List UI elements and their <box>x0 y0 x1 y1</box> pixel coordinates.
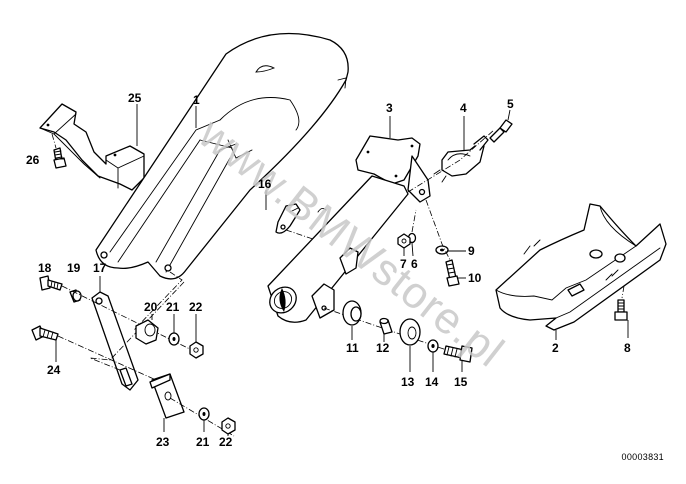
part-22b-nut[interactable] <box>221 417 236 435</box>
callout-12: 12 <box>376 341 390 355</box>
callout-5: 5 <box>507 97 514 111</box>
part-8-screw[interactable] <box>614 285 628 321</box>
callout-14: 14 <box>425 375 439 389</box>
part-3-mounting-bracket[interactable] <box>355 135 431 203</box>
callout-11: 11 <box>346 341 359 355</box>
part-4-switch[interactable] <box>407 129 495 193</box>
part-15-bolt[interactable] <box>443 345 473 363</box>
part-17-strut[interactable] <box>91 291 139 391</box>
callout-21a: 21 <box>166 300 180 314</box>
part-14-washer[interactable] <box>427 339 439 353</box>
callout-1: 1 <box>193 93 200 107</box>
part-19-spacer[interactable] <box>69 289 82 303</box>
part-5-screw[interactable] <box>489 119 513 143</box>
lower-column-tube <box>267 175 409 323</box>
callout-24: 24 <box>47 363 61 377</box>
callout-25: 25 <box>128 91 142 105</box>
catalog-number: 00003831 <box>621 452 664 462</box>
part-16-clip[interactable] <box>275 203 317 241</box>
callout-7: 7 <box>400 257 407 271</box>
part-11-bush[interactable] <box>342 300 362 326</box>
callout-19: 19 <box>67 261 81 275</box>
leader-lines <box>55 104 629 436</box>
watermark: www.BMWstore.pl <box>189 109 513 377</box>
part-9-grommet[interactable] <box>435 245 449 255</box>
callout-labels: 25 1 26 3 4 5 16 9 7 6 10 18 19 17 20 21… <box>26 91 631 449</box>
callout-17: 17 <box>93 261 107 275</box>
callout-10: 10 <box>468 271 482 285</box>
callout-18: 18 <box>38 261 52 275</box>
part-7-nut[interactable] <box>397 233 411 249</box>
callout-2: 2 <box>552 341 559 355</box>
axis-strut-pivot <box>89 281 185 371</box>
callout-9: 9 <box>468 244 475 258</box>
part-18-bolt[interactable] <box>39 275 63 291</box>
part-21b-washer[interactable] <box>198 407 210 421</box>
callout-13: 13 <box>401 375 415 389</box>
part-1-steering-column-tube[interactable] <box>95 32 349 331</box>
callout-22b: 22 <box>219 435 233 449</box>
axis-18-22 <box>61 285 201 355</box>
part-12-spacer[interactable] <box>379 317 393 335</box>
callout-23: 23 <box>156 435 170 449</box>
callout-20: 20 <box>144 300 158 314</box>
callout-6: 6 <box>411 257 418 271</box>
part-13-washer[interactable] <box>399 318 421 346</box>
part-20-rubber-bush[interactable] <box>135 319 159 345</box>
part-23-clamp-plate[interactable] <box>149 373 185 419</box>
part-25-support-bracket[interactable] <box>39 103 145 191</box>
part-10-screw[interactable] <box>425 199 460 287</box>
callout-16: 16 <box>258 177 272 191</box>
callout-22a: 22 <box>189 300 203 314</box>
callout-26: 26 <box>26 153 40 167</box>
part-22a-nut[interactable] <box>189 341 204 359</box>
callout-15: 15 <box>454 375 468 389</box>
callout-8: 8 <box>624 341 631 355</box>
axis-6-7 <box>411 209 417 233</box>
part-2-lower-trim-cover[interactable] <box>495 203 667 331</box>
part-21a-washer[interactable] <box>168 332 180 346</box>
callout-3: 3 <box>386 101 393 115</box>
callout-21b: 21 <box>196 435 210 449</box>
callout-4: 4 <box>460 101 467 115</box>
